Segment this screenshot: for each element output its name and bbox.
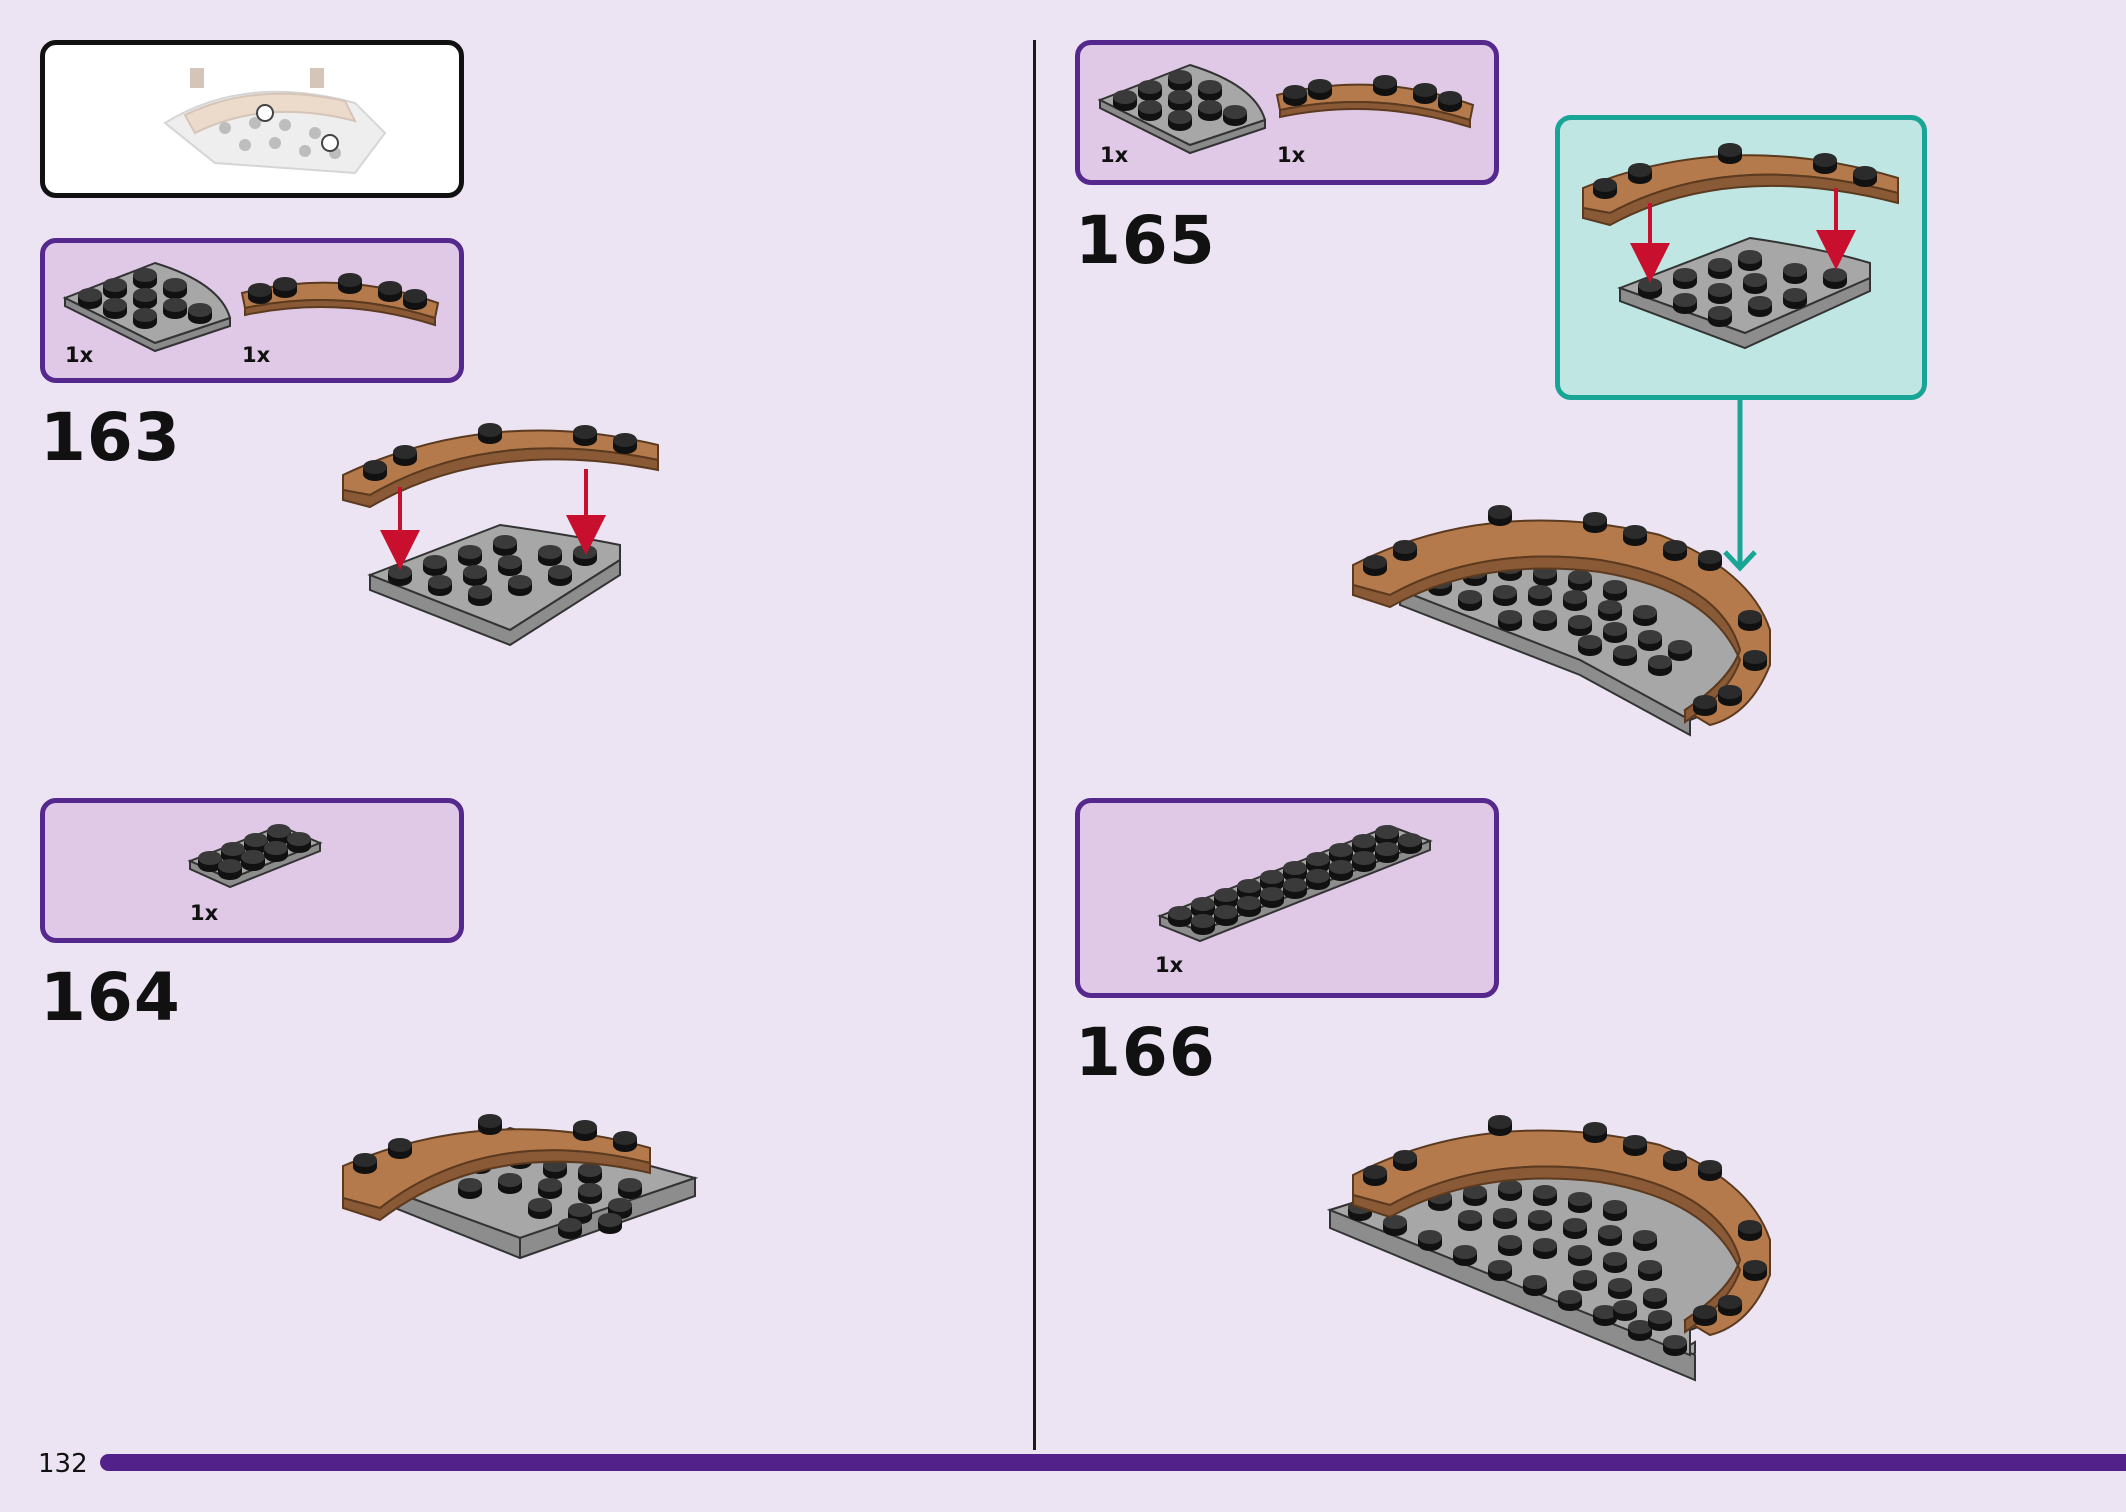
step-number: 166: [1075, 1014, 1216, 1091]
part-qty: 1x: [1100, 143, 1129, 167]
part-qty: 1x: [1277, 143, 1306, 167]
page-divider: [1033, 40, 1036, 1450]
progress-bar: [100, 1454, 2126, 1471]
quarter-round-plate-icon: [1097, 63, 1267, 155]
step-164-assembly: [342, 1114, 699, 1260]
curved-arch-brick-icon: [240, 273, 440, 327]
step-166-parts-box: 1x: [1075, 798, 1499, 998]
page-number: 132: [38, 1449, 88, 1479]
curved-arch-brick-icon: [1275, 75, 1475, 129]
callout-arrow-icon: [1723, 400, 1757, 572]
step-166-assembly: [1326, 1115, 1771, 1382]
step-number: 165: [1075, 202, 1216, 279]
part-qty: 1x: [190, 901, 219, 925]
subassembly-preview-icon: [163, 68, 387, 175]
step-164-parts-box: 1x: [40, 798, 464, 943]
step-163-parts-box: 1x 1x: [40, 238, 464, 383]
quarter-round-plate-icon: [62, 261, 232, 353]
part-qty: 1x: [1155, 953, 1184, 977]
part-qty: 1x: [65, 343, 94, 367]
part-qty: 1x: [242, 343, 271, 367]
step-163-assembly: [342, 423, 659, 647]
callout-subassembly: [1582, 143, 1899, 350]
step-165-assembly: [1352, 505, 1771, 737]
step-165-callout: [1555, 115, 1927, 400]
plate-2x4-icon: [187, 824, 323, 889]
plate-2x10-icon: [1157, 824, 1433, 943]
subassembly-preview-box: [40, 40, 464, 198]
step-number: 164: [40, 959, 181, 1036]
step-number: 163: [40, 399, 181, 476]
step-165-parts-box: 1x 1x: [1075, 40, 1499, 185]
